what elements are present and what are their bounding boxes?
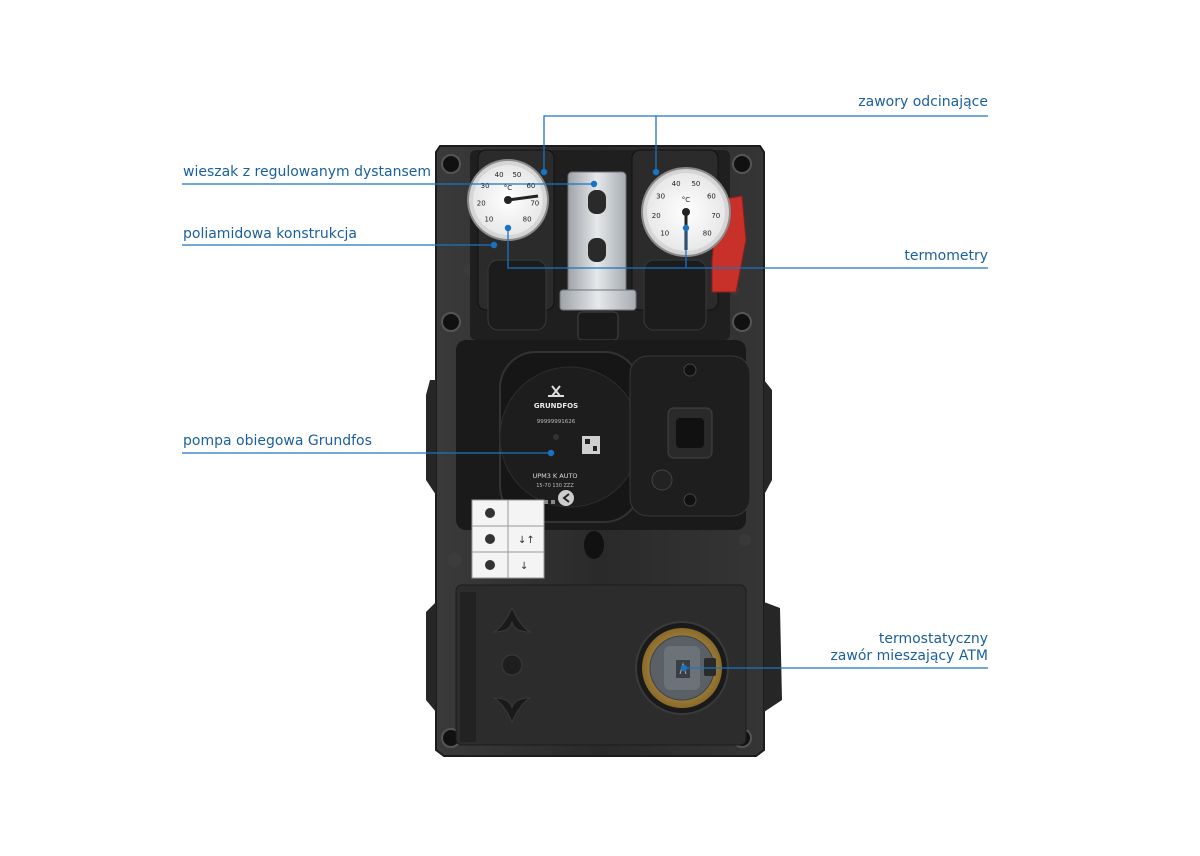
svg-text:↓: ↓	[520, 561, 528, 572]
thermometer-scale-tick: 30	[481, 182, 490, 190]
thermometer-scale-tick: 20	[652, 212, 661, 220]
pump-qr-code	[582, 436, 600, 454]
instruction-sticker: ↓↑ ↓	[471, 499, 545, 579]
leader-lines	[182, 115, 988, 672]
thermometer-scale-tick: 50	[691, 180, 700, 188]
pump-model-text: UPM3 K AUTO	[532, 472, 577, 480]
thermometer-scale-tick: 80	[523, 216, 532, 224]
thermometer-scale-tick: 30	[656, 193, 665, 201]
svg-text:°C: °C	[504, 184, 513, 192]
thermometer-left-scale: 10 20 30 40 50 60 70 80	[477, 171, 540, 224]
leader-shutoff-valves-left	[543, 115, 656, 172]
label-mixing-valve: termostatyczny zawór mieszający ATM	[830, 631, 988, 665]
thermometer-scale-tick: 70	[530, 200, 539, 208]
foam-oval-hole	[584, 531, 604, 559]
insulation-lower-right-wing	[764, 602, 782, 712]
svg-text:↓↑: ↓↑	[518, 535, 535, 546]
foam-triskelion-top	[492, 606, 532, 633]
pump-control-button	[558, 490, 574, 506]
pump-brand-text: GRUNDFOS	[534, 402, 578, 410]
pump-serial-text: 99999991626	[537, 419, 576, 425]
lower-left-channel	[460, 592, 476, 742]
grundfos-pump: GRUNDFOS 99999991626 UPM3 K AUTO 15-70 1…	[499, 351, 751, 523]
thermometer-scale-tick: 60	[707, 193, 716, 201]
label-mixing-valve-line1: termostatyczny	[878, 631, 988, 647]
insulation-lower-left-wing	[426, 602, 436, 712]
thermometer-scale-tick: 40	[672, 180, 681, 188]
foam-triskelion-bottom	[492, 697, 532, 724]
label-hanger: wieszak z regulowanym dystansem	[183, 164, 432, 180]
thermometer-scale-tick: 10	[484, 216, 493, 224]
thermometer-left-gauge: °C	[467, 159, 549, 241]
label-polyamide: poliamidowa konstrukcja	[183, 226, 358, 242]
label-shutoff-valves: zawory odcinające	[858, 94, 988, 110]
label-thermometers: termometry	[904, 248, 988, 264]
thermometer-scale-tick: 70	[711, 212, 720, 220]
insulation-right-wing	[764, 380, 772, 495]
label-pump: pompa obiegowa Grundfos	[183, 433, 372, 449]
thermometer-scale-tick: 60	[526, 182, 535, 190]
svg-text:°C: °C	[682, 196, 691, 204]
pump-rating-text: 15-70 130 ZZZ	[536, 483, 574, 489]
left-valve-pipe	[487, 259, 547, 331]
leader-thermometers	[507, 228, 988, 269]
thermometer-right-scale: 10 20 30 40 50 60 70 80	[652, 180, 721, 238]
thermometer-scale-tick: 80	[703, 230, 712, 238]
foam-middle-knob	[501, 654, 523, 676]
right-valve-pipe	[643, 259, 707, 331]
insulation-left-wing	[426, 380, 436, 495]
bracket-connector	[577, 311, 619, 341]
thermometer-scale-tick: 40	[495, 171, 504, 179]
thermometer-scale-tick: 10	[660, 230, 669, 238]
thermometer-scale-tick: 20	[477, 200, 486, 208]
hanger-bracket	[559, 171, 637, 311]
thermometer-scale-tick: 50	[512, 171, 521, 179]
label-mixing-valve-line2: zawór mieszający ATM	[830, 648, 988, 664]
